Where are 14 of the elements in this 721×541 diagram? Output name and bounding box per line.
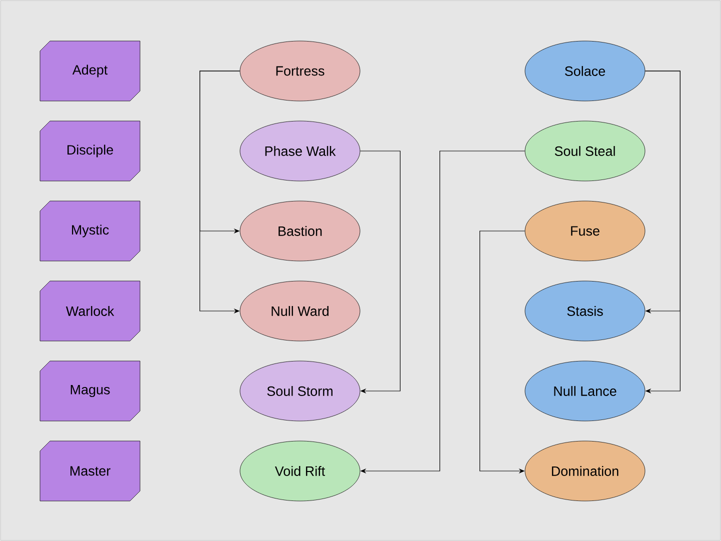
ellipse-node: Phase Walk <box>240 120 360 182</box>
arrow <box>360 150 400 394</box>
ellipse-node: Void Rift <box>240 440 360 502</box>
ellipse-node: Solace <box>524 40 646 102</box>
ellipse-node: Soul Steal <box>524 120 646 182</box>
ellipse-node: Fortress <box>240 40 360 102</box>
ellipse-node: Null Ward <box>240 280 360 342</box>
ellipse-node: Soul Storm <box>240 360 360 422</box>
ellipse-node: Stasis <box>524 280 646 342</box>
ellipse-node: Domination <box>524 440 646 502</box>
ellipse-node: Fuse <box>524 200 646 262</box>
arrow <box>644 70 680 394</box>
ellipse-node: Bastion <box>240 200 360 262</box>
ellipse-node: Null Lance <box>524 360 646 422</box>
